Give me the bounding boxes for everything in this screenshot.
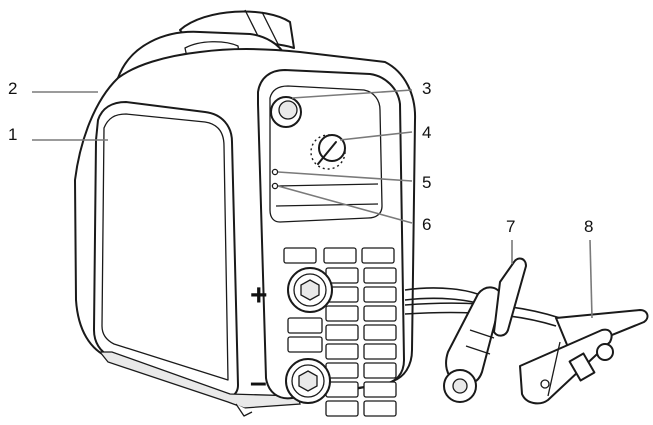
- vent-slot: [325, 305, 359, 322]
- vent-slot: [363, 286, 397, 303]
- earth-clamp: [519, 309, 649, 405]
- callout-3: 3: [422, 79, 431, 98]
- callout-8: 8: [584, 217, 593, 236]
- vent-slot: [363, 381, 397, 398]
- callout-1: 1: [8, 125, 17, 144]
- vent-slot: [325, 324, 359, 341]
- electrode-holder: [443, 257, 527, 403]
- vent-slot: [287, 336, 323, 353]
- vent-slot: [325, 400, 359, 417]
- positive-terminal: [287, 267, 333, 313]
- callout-2: 2: [8, 79, 17, 98]
- indicator-led-fault: [271, 182, 279, 190]
- welder-unit: [74, 9, 417, 417]
- current-knob: [310, 134, 346, 170]
- vent-slot: [363, 267, 397, 284]
- vent-slot: [325, 343, 359, 360]
- vent-slot: [283, 247, 317, 264]
- callout-7: 7: [506, 217, 515, 236]
- indicator-led-power: [271, 168, 279, 176]
- callout-6: 6: [422, 215, 431, 234]
- negative-terminal: [285, 358, 331, 404]
- vent-slot: [363, 305, 397, 322]
- vent-slot: [363, 324, 397, 341]
- vent-slot: [325, 381, 359, 398]
- vent-slot: [363, 362, 397, 379]
- vent-slot: [363, 400, 397, 417]
- negative-sign: –: [250, 366, 267, 399]
- vent-slot: [363, 343, 397, 360]
- vent-slot: [287, 317, 323, 334]
- vent-grid: [283, 247, 397, 417]
- callout-5: 5: [422, 173, 431, 192]
- power-switch: [270, 96, 302, 128]
- leader-lines: [32, 89, 593, 319]
- positive-sign: +: [250, 279, 268, 312]
- vent-slot: [361, 247, 395, 264]
- vent-slot: [323, 247, 357, 264]
- callout-4: 4: [422, 123, 431, 142]
- vent-slot: [325, 362, 359, 379]
